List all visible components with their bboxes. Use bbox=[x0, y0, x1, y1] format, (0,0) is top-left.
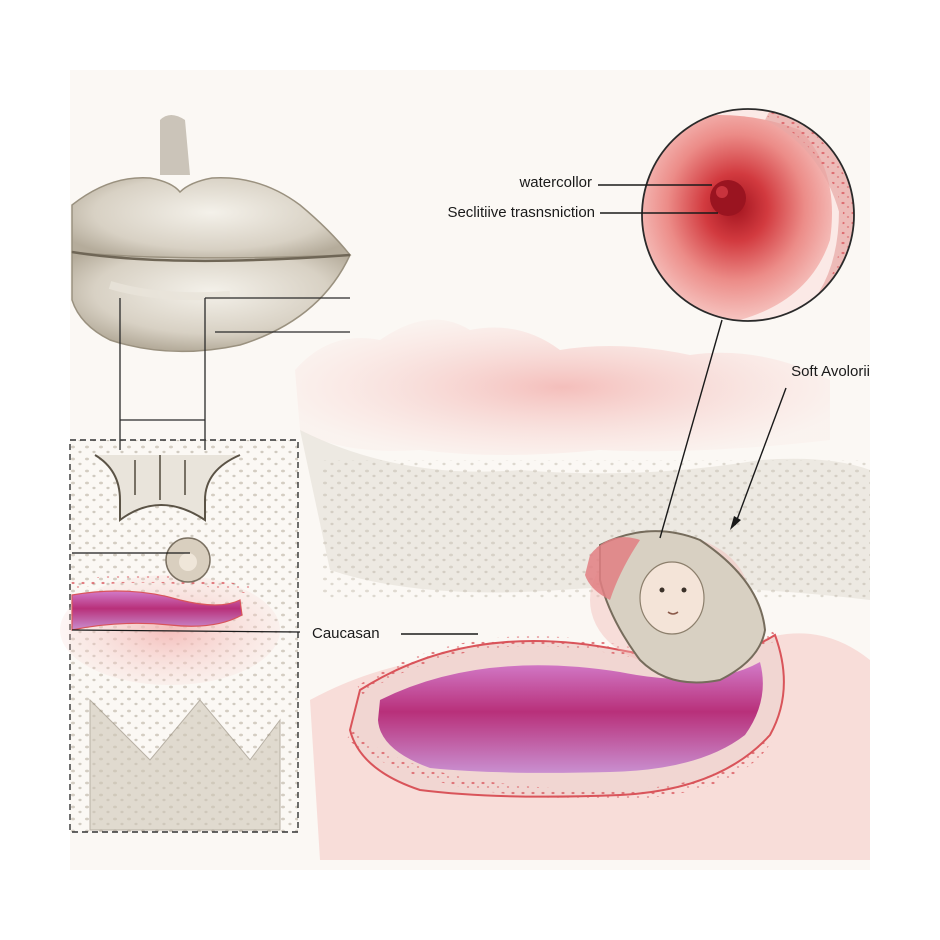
connector-lines bbox=[401, 184, 787, 635]
tissue-cross-section bbox=[310, 530, 870, 860]
label-watercolor: watercollor bbox=[518, 174, 592, 191]
label-transition: Seclitiive trasnsniction bbox=[447, 204, 595, 221]
alveoli-arrow-head bbox=[730, 516, 741, 530]
cross-section-panel bbox=[60, 439, 301, 833]
label-caucasian: Caucasan bbox=[312, 625, 380, 642]
label-soft-alveoli: Soft Avolorii bbox=[791, 363, 870, 380]
pink-wash-cloud bbox=[295, 319, 870, 600]
lips-illustration bbox=[71, 115, 352, 353]
lip-leader-lines bbox=[119, 297, 350, 450]
